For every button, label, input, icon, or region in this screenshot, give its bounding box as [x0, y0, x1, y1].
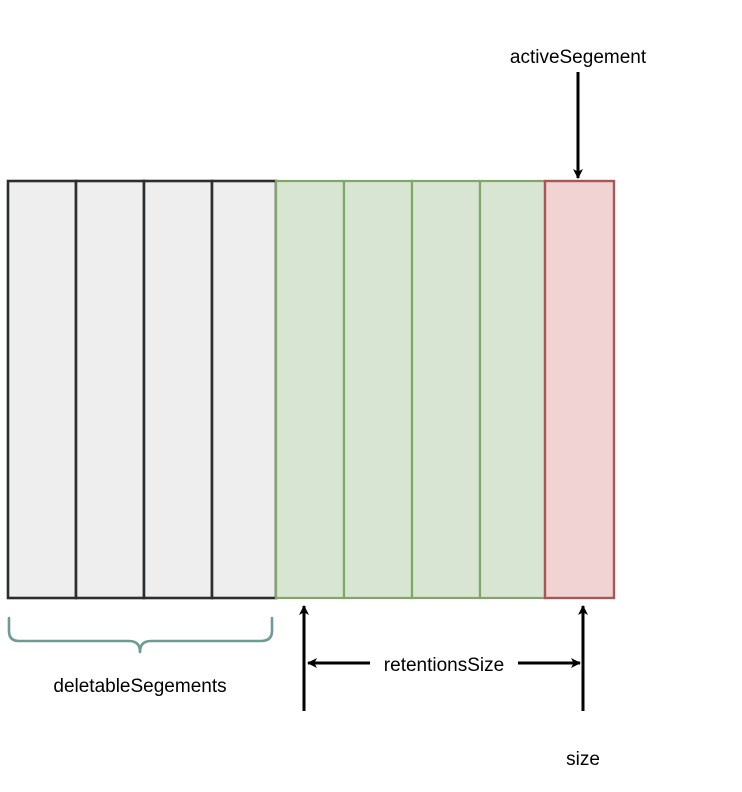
retention-segment-1[interactable] [274, 179, 346, 600]
active-segment[interactable] [543, 179, 616, 600]
retention-segments-group [274, 179, 547, 600]
deletable-segment-3[interactable] [142, 179, 214, 600]
retentions-size-label: retentionsSize [384, 655, 504, 676]
deletable-segment-2[interactable] [74, 179, 146, 600]
retention-segment-3[interactable] [410, 179, 482, 600]
deletable-segment-4[interactable] [210, 179, 278, 600]
active-segment-group [543, 179, 616, 600]
deletable-segments-group [6, 179, 278, 600]
size-label: size [566, 749, 600, 770]
retention-segment-2[interactable] [342, 179, 414, 600]
active-segment-label: activeSegement [510, 47, 647, 68]
deletable-segments-brace [7, 616, 274, 654]
retention-segment-4[interactable] [478, 179, 547, 600]
deletable-segment-1[interactable] [6, 179, 78, 600]
deletable-segments-label: deletableSegements [53, 676, 226, 697]
